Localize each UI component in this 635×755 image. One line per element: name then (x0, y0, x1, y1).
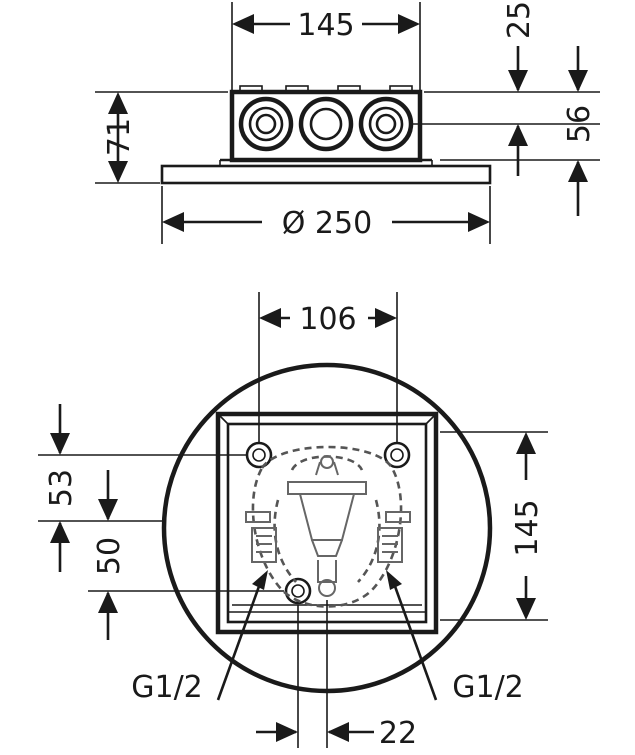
side-view: 145 71 25 56 Ø 250 (95, 1, 600, 244)
dim-145-right: 145 (510, 499, 545, 556)
port-left-side (238, 96, 294, 152)
dim-50: 50 (92, 537, 127, 575)
label-g12-right: G1/2 (452, 670, 524, 705)
mounting-hole-bottom (284, 577, 312, 605)
port-right-side (358, 96, 414, 152)
dim-71: 71 (102, 118, 137, 156)
dim-56: 56 (562, 105, 597, 143)
port-center-side (298, 96, 354, 152)
flange-plate (160, 164, 492, 185)
dim-25: 25 (502, 1, 537, 39)
dim-106: 106 (299, 302, 356, 337)
dim-145-top: 145 (297, 8, 354, 43)
valve-body-hidden (245, 445, 411, 608)
dim-diameter-250: Ø 250 (282, 206, 372, 241)
front-view: 106 53 50 145 G1/2 G1/2 (38, 292, 548, 751)
dim-22: 22 (379, 716, 417, 751)
dim-53: 53 (44, 469, 79, 507)
mounting-hole-left (245, 441, 273, 469)
label-g12-left: G1/2 (131, 670, 203, 705)
